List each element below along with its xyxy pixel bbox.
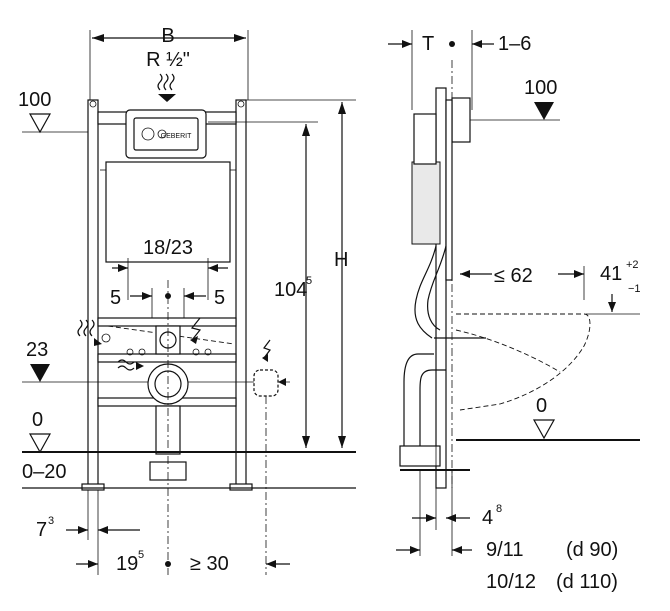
dimension-18-23 bbox=[112, 258, 228, 300]
level-23-triangle bbox=[30, 364, 50, 382]
dimension-h: H bbox=[246, 99, 356, 448]
offset-5-right-label: 5 bbox=[214, 287, 225, 309]
electrical-icon bbox=[190, 317, 202, 344]
dimension-48: 4 8 bbox=[412, 440, 502, 530]
floor-0-left-label: 0 bbox=[32, 409, 43, 431]
finished-wall-100-left: 100 bbox=[18, 89, 51, 111]
height-1045-label: 104 bbox=[274, 279, 307, 301]
cistern-top: GEBERIT bbox=[97, 109, 237, 159]
floor-0-right-label: 0 bbox=[536, 395, 547, 417]
water-inlet-icon-left bbox=[77, 319, 144, 371]
finished-wall-100-right: 100 bbox=[524, 77, 557, 99]
bowl-projection-label: ≤ 62 bbox=[494, 265, 533, 287]
dimension-195-30: 19 5 ≥ 30 bbox=[76, 540, 290, 575]
frame-side bbox=[411, 60, 471, 489]
bowl-height-tol-plus: +2 bbox=[626, 259, 639, 271]
dim-911-label: 9/11 bbox=[486, 539, 523, 561]
height-1045-sup: 5 bbox=[306, 275, 312, 287]
dim-195-sup: 5 bbox=[138, 549, 144, 561]
depth-t-label: T bbox=[422, 33, 434, 55]
pipe-spacing-label: 18/23 bbox=[143, 237, 193, 259]
pipe-d90-label: (d 90) bbox=[566, 539, 618, 561]
waste-pipe-side bbox=[399, 337, 486, 467]
connection-label: R ½" bbox=[146, 49, 190, 71]
dim-73-sup: 3 bbox=[48, 515, 54, 527]
dim-1012-label: 10/12 bbox=[486, 571, 536, 593]
pipe-d110-label: (d 110) bbox=[556, 571, 618, 593]
dim-195-label: 19 bbox=[116, 553, 138, 575]
frame-uprights bbox=[81, 99, 253, 491]
dim-ge30-label: ≥ 30 bbox=[190, 553, 229, 575]
floor-triangle-left bbox=[28, 433, 52, 454]
dimension-t: T 1–6 bbox=[388, 30, 531, 110]
depth-range-label: 1–6 bbox=[498, 33, 531, 55]
water-inlet-icon bbox=[157, 73, 176, 102]
floor-range-label: 0–20 bbox=[22, 461, 67, 483]
dimension-le62: ≤ 62 bbox=[460, 262, 585, 300]
svg-text:GEBERIT: GEBERIT bbox=[161, 133, 192, 140]
offset-5-left-label: 5 bbox=[110, 287, 121, 309]
floor-triangle-right bbox=[532, 419, 556, 440]
width-b-label: B bbox=[161, 25, 174, 47]
cistern-body bbox=[105, 161, 231, 263]
dimension-b: B bbox=[89, 25, 249, 100]
level-triangle-right bbox=[534, 102, 554, 120]
dim-48-sup: 8 bbox=[496, 503, 502, 515]
dimension-1045: 104 5 bbox=[208, 121, 318, 448]
dimension-5-5 bbox=[130, 288, 206, 320]
dimension-911: 9/11 (d 90) 10/12 (d 110) bbox=[396, 470, 618, 593]
level-23-label: 23 bbox=[26, 339, 48, 361]
dimension-41: 41 +2 −1 bbox=[600, 259, 641, 312]
height-h-label: H bbox=[334, 249, 348, 271]
flush-pipe bbox=[414, 245, 437, 339]
dim-48-label: 4 bbox=[482, 507, 493, 529]
toilet-bowl-outline bbox=[456, 313, 591, 411]
bowl-height-tol-minus: −1 bbox=[628, 283, 641, 295]
dim-73-label: 7 bbox=[36, 519, 47, 541]
level-triangle-icon bbox=[22, 113, 90, 134]
electrical-box bbox=[253, 339, 286, 575]
bowl-height-label: 41 bbox=[600, 263, 622, 285]
dimension-73: 7 3 bbox=[36, 490, 140, 541]
drain-outlet bbox=[147, 280, 189, 575]
